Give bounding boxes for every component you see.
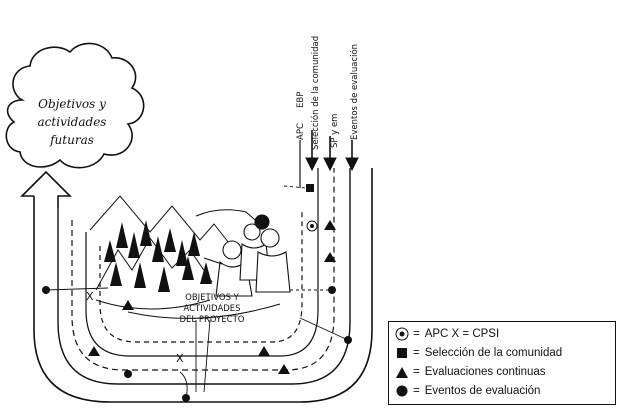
- eventos-label: Eventos de evaluación: [349, 44, 360, 140]
- legend-item-eventos: = Eventos de evaluación: [395, 383, 540, 398]
- circle-marker: [124, 370, 132, 378]
- center-line-2: ACTIVIDADES: [183, 304, 240, 314]
- triangle-marker: [324, 252, 336, 262]
- path-markers: X X: [42, 184, 352, 402]
- legend-eq: =: [413, 365, 420, 378]
- center-line-1: OBJETIVOS Y: [185, 293, 240, 303]
- cloud-line-1: Objetivos y: [38, 97, 106, 111]
- legend: = APC X = CPSI = Selección de la comunid…: [388, 321, 616, 405]
- legend-item-evaluaciones: = Evaluaciones continuas: [395, 364, 546, 379]
- cloud-line-2: actividades: [38, 115, 107, 129]
- triangle-icon: [395, 365, 409, 379]
- future-goals-cloud: Objetivos y actividades futuras: [5, 42, 145, 169]
- center-line-3: DEL PROYECTO: [180, 315, 245, 325]
- circle-icon: [395, 384, 409, 398]
- apc-marker: [306, 220, 318, 232]
- return-arrow: [20, 170, 72, 208]
- triangle-marker: [122, 300, 134, 310]
- forest-mountains: [89, 195, 281, 319]
- cloud-line-3: futuras: [49, 133, 94, 147]
- project-path: [33, 168, 373, 403]
- legend-text-seleccion: Selección de la comunidad: [424, 346, 563, 359]
- sp-label: SP y em: [330, 114, 340, 148]
- x-marker-2: X: [86, 290, 94, 303]
- legend-eq: =: [413, 346, 420, 359]
- circle-marker: [328, 286, 336, 294]
- triangle-marker: [88, 346, 100, 356]
- arrow-down-icon: [305, 157, 319, 172]
- triangle-marker: [278, 364, 290, 374]
- legend-text-evaluaciones: Evaluaciones continuas: [424, 365, 546, 378]
- x-marker-1: X: [176, 352, 184, 365]
- ebp-label: EBP: [296, 92, 306, 108]
- square-marker: [306, 184, 314, 192]
- apc-label: APC: [296, 123, 306, 140]
- legend-item-seleccion: = Selección de la comunidad: [395, 345, 562, 360]
- square-icon: [395, 346, 409, 360]
- project-objectives-label: OBJETIVOS Y ACTIVIDADES DEL PROYECTO: [180, 293, 245, 325]
- input-lines: [299, 130, 359, 188]
- connector-lines: [45, 185, 349, 399]
- legend-text-eventos: Eventos de evaluación: [424, 384, 541, 397]
- arrow-down-icon: [323, 157, 337, 172]
- triangle-marker: [324, 220, 336, 230]
- seleccion-label: Selección de la comunidad: [310, 36, 321, 150]
- community-people: [203, 214, 291, 297]
- apc-icon: [395, 327, 409, 341]
- legend-eq: =: [413, 327, 420, 340]
- arrow-down-icon: [345, 157, 359, 172]
- legend-text-apc: APC X = CPSI: [424, 327, 500, 340]
- input-labels: APC EBP Selección de la comunidad SP y e…: [296, 36, 360, 150]
- legend-item-apc: = APC X = CPSI: [395, 326, 499, 341]
- triangle-marker: [258, 346, 270, 356]
- legend-eq: =: [413, 384, 420, 397]
